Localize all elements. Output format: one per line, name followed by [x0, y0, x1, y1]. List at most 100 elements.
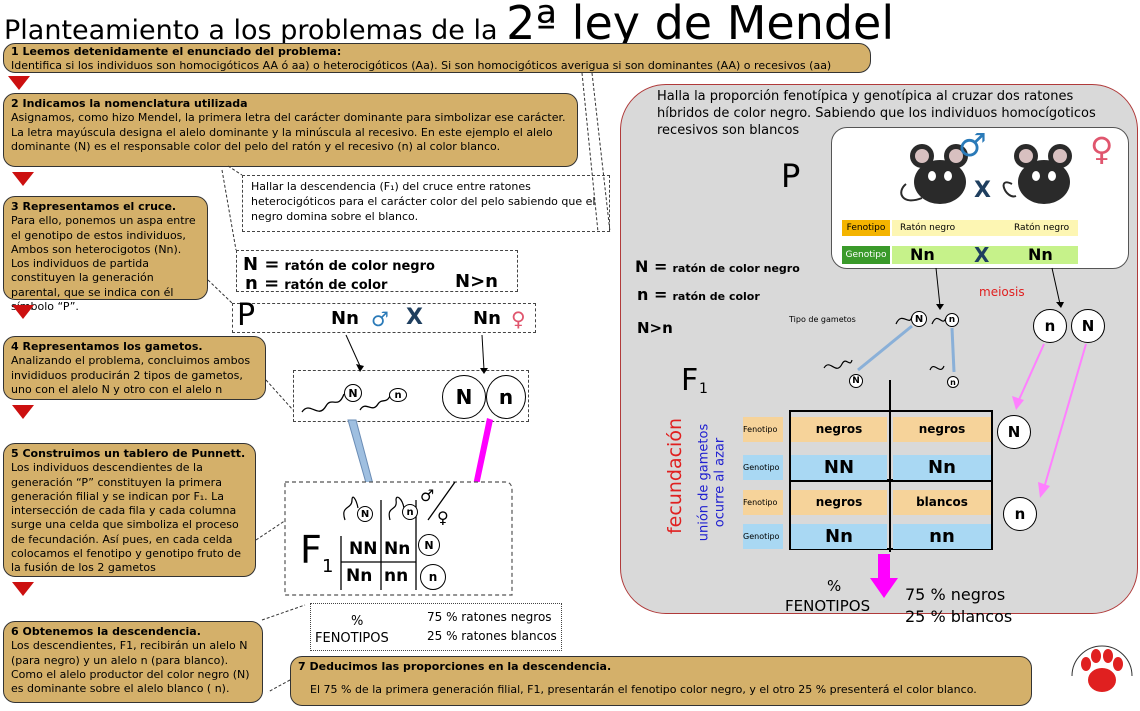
panel-P: P: [781, 157, 801, 195]
step-4-arrow: [12, 405, 34, 419]
panel-cross-x: X: [974, 243, 990, 267]
cross-box: P Nn ♂ X Nn ♀: [232, 298, 536, 333]
punnett-cell-11: NN: [349, 539, 378, 559]
result-box: % FENOTIPOS 75 % ratones negros 25 % rat…: [310, 603, 562, 651]
step-3-text: Para ello, ponemos un aspa entre el geno…: [11, 214, 196, 314]
step-1-box: 1 Leemos detenidamente el enunciado del …: [3, 43, 871, 73]
panel-row1-fen-label: Fenotipo: [743, 417, 783, 442]
punnett-gamete-row-n: n: [420, 564, 446, 590]
parent-right-genotype: Nn: [473, 308, 501, 329]
legend-N: N = ratón de color negro: [243, 254, 435, 275]
step-4-text: Analizando el problema, concluimos ambos…: [11, 354, 251, 396]
cross-x: X: [406, 305, 423, 330]
female-symbol: ♀: [511, 307, 526, 331]
panel-gen-right: Nn: [1028, 245, 1053, 264]
step-6-text: Los descendientes, F1, recibirán un alel…: [11, 639, 250, 696]
panel-genotipo-label: Genotipo: [842, 246, 890, 264]
step-2-text: Asignamos, como hizo Mendel, la primera …: [11, 111, 566, 153]
panel-cell-gen-12: Nn: [893, 455, 991, 480]
punnett-gamete-col-N: N: [357, 506, 373, 522]
panel-grid-vline: [889, 380, 891, 552]
panel-fen-right: Ratón negro: [1014, 223, 1070, 233]
panel-result-fenotipos: FENOTIPOS: [785, 597, 871, 615]
panel-result-1: 75 % negros: [905, 585, 1006, 604]
panel-cell-fen-12: negros: [893, 417, 991, 442]
step-1-text: Identifica si los individuos son homocig…: [11, 59, 832, 73]
panel-arrows: [823, 267, 1087, 598]
step-7-title: 7 Deducimos las proporciones en la desce…: [298, 660, 612, 673]
panel-row-gamete-N: N: [997, 415, 1031, 449]
problem-statement: Hallar la descendencia (F₁) del cruce en…: [251, 180, 596, 223]
panel-row1-gen-label: Genotipo: [743, 455, 783, 480]
step-5-text: Los individuos descendientes de la gener…: [11, 461, 241, 575]
panel-cell-fen-21: negros: [791, 490, 887, 515]
punnett-male-symbol: ♂: [420, 486, 435, 505]
panel-problem: Halla la proporción fenotípica y genotíp…: [657, 89, 1096, 138]
gamete-left-n: n: [389, 388, 407, 402]
panel-cell-fen-22: blancos: [893, 490, 991, 515]
panel-grid-hline: [789, 479, 993, 482]
panel-cell-gen-22: nn: [893, 524, 991, 549]
step-5-title: 5 Construimos un tablero de Punnett.: [11, 447, 246, 460]
black-mouse-icon-2: [1002, 144, 1072, 204]
step-5-arrow: [12, 582, 34, 596]
panel-female-symbol: ♀: [1090, 130, 1114, 168]
panel-F-sub: 1: [699, 381, 708, 397]
punnett-cell-21: Nn: [346, 566, 373, 586]
gamete-right-N: N: [442, 375, 486, 419]
panel-row2-fen-label: Fenotipo: [743, 490, 783, 515]
step-5-box: 5 Construimos un tablero de Punnett. Los…: [3, 443, 256, 577]
panel-fenotipo-label: Fenotipo: [842, 220, 890, 236]
legend-dominance: N>n: [455, 271, 498, 292]
black-mouse-icon: [900, 144, 968, 204]
panel-result-percent: %: [827, 577, 842, 595]
step-4-title: 4 Representamos los gametos.: [11, 340, 203, 353]
panel-row-gamete-n: n: [1003, 497, 1037, 531]
punnett-cell-22: nn: [384, 566, 409, 586]
panel-tipo-gametos: Tipo de gametos: [789, 315, 856, 324]
panel-gamete-N: N: [911, 311, 927, 327]
panel-dominance: N>n: [637, 319, 673, 337]
step-2-arrow: [12, 172, 34, 186]
male-symbol: ♂: [371, 307, 389, 331]
step-7-box: 7 Deducimos las proporciones en la desce…: [290, 656, 1032, 706]
panel-col-gamete-n: n: [947, 376, 959, 388]
punnett-gamete-row-N: N: [418, 534, 440, 556]
problem-statement-box: Hallar la descendencia (F₁) del cruce en…: [242, 175, 610, 232]
panel-male-symbol: ♂: [958, 126, 987, 164]
panel-row2-gen-label: Genotipo: [743, 524, 783, 549]
step-6-box: 6 Obtenemos la descendencia. Los descend…: [3, 621, 263, 703]
step-3-box: 3 Representamos el cruce. Para ello, pon…: [3, 196, 208, 313]
panel-cell-gen-21: Nn: [791, 524, 887, 549]
step-2-title: 2 Indicamos la nomenclatura utilizada: [11, 97, 248, 110]
step-7-text: El 75 % de la primera generación filial,…: [310, 683, 977, 697]
panel-legend-N: N = ratón de color negro: [635, 257, 800, 276]
punnett-female-symbol: ♀: [437, 508, 449, 527]
step-6-title: 6 Obtenemos la descendencia.: [11, 625, 201, 638]
panel-gamete-big-n: n: [1033, 309, 1067, 343]
panel-col-gamete-N: N: [849, 374, 863, 388]
legend-n: n = ratón de color: [245, 273, 388, 294]
step-1-title: 1 Leemos detenidamente el enunciado del …: [11, 45, 342, 58]
panel-fenotipo-row: Ratón negro Ratón negro: [892, 220, 1078, 236]
step-1-arrow: [8, 76, 30, 90]
panel-gen-left: Nn: [910, 245, 935, 264]
panel-fen-left: Ratón negro: [900, 223, 956, 233]
panel-gamete-big-N: N: [1071, 309, 1105, 343]
maestro-logo-icon: [1071, 645, 1133, 692]
panel-F: F: [681, 363, 699, 398]
punnett-F: F: [300, 528, 322, 572]
page-title: Planteamiento a los problemas de la 2ª l…: [4, 0, 895, 50]
result-line-2: 25 % ratones blancos: [427, 629, 557, 643]
step-4-box: 4 Representamos los gametos. Analizando …: [3, 336, 266, 400]
legend-box: N = ratón de color negro n = ratón de co…: [236, 250, 518, 294]
panel-cell-fen-11: negros: [791, 417, 887, 442]
result-percent: %: [351, 614, 364, 629]
panel-result-2: 25 % blancos: [905, 607, 1013, 626]
example-panel: Halla la proporción fenotípica y genotíp…: [620, 84, 1138, 626]
result-line-1: 75 % ratones negros: [427, 610, 552, 624]
result-fenotipos: FENOTIPOS: [315, 631, 389, 646]
step-3-title: 3 Representamos el cruce.: [11, 200, 177, 213]
gamete-left-N: N: [344, 384, 362, 402]
